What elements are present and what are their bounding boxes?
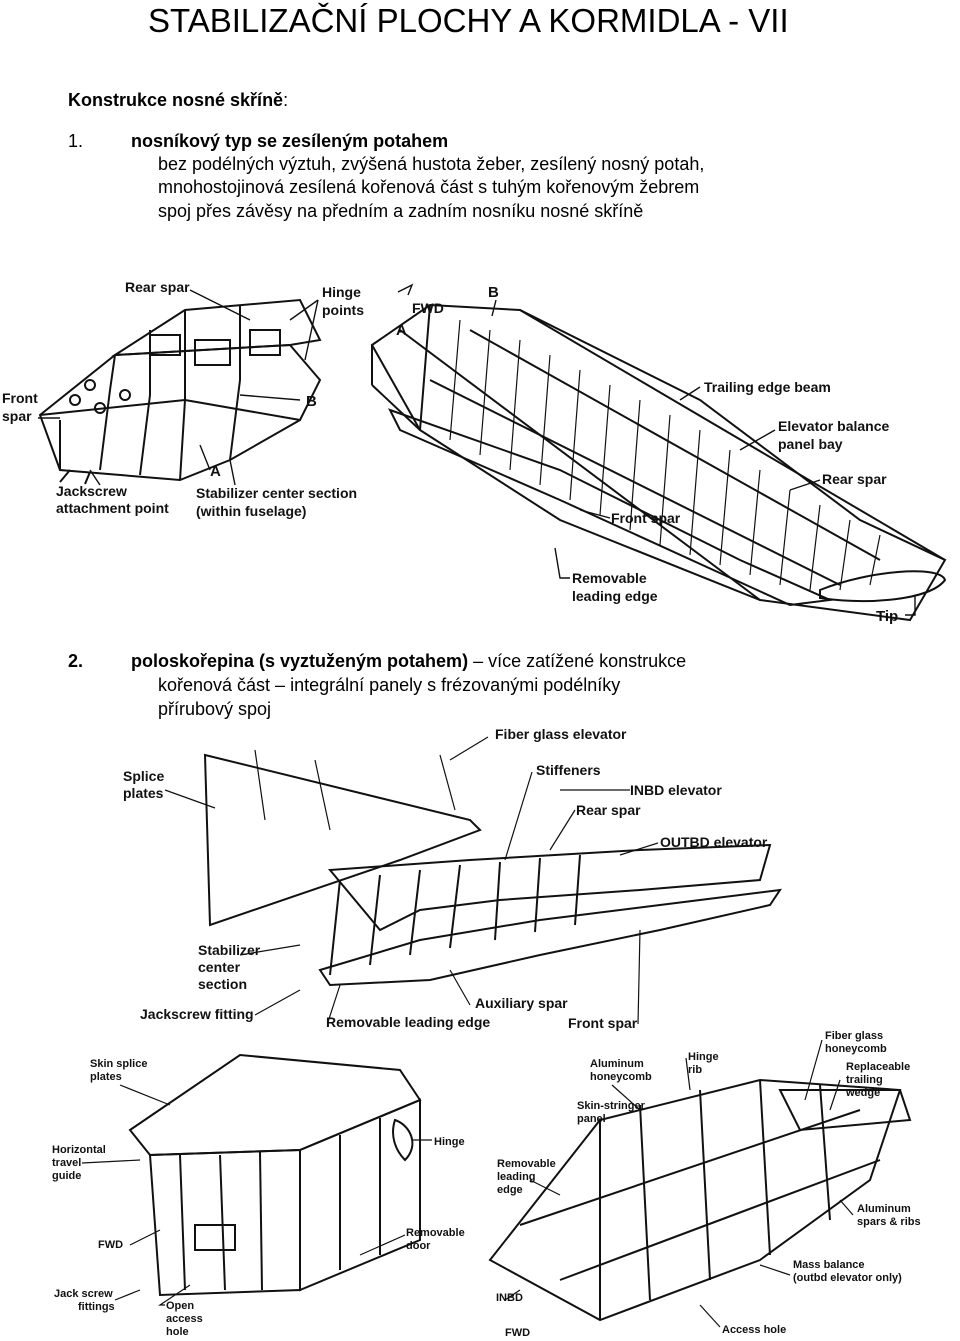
semimonocoque-drawing <box>203 753 783 987</box>
label-stabilizer-center: Stabilizer center section <box>196 485 357 501</box>
label-b-left: B <box>306 393 317 410</box>
label-horizontal: Horizontal <box>52 1144 106 1156</box>
label-spar: spar <box>2 408 32 424</box>
page-title: STABILIZAČNÍ PLOCHY A KORMIDLA - VII <box>148 2 789 39</box>
label-points: points <box>322 302 364 318</box>
label-spars-ribs: spars & ribs <box>857 1216 921 1228</box>
label-access-hole: Access hole <box>722 1324 786 1336</box>
center-section-drawing <box>38 298 322 485</box>
label-tip: Tip <box>876 608 898 625</box>
label-front-spar-right: Front spar <box>611 510 681 526</box>
label-hole: hole <box>166 1326 189 1338</box>
label-travel: travel <box>52 1157 81 1169</box>
label-rib: rib <box>688 1064 702 1076</box>
label-leading-edge: leading edge <box>572 588 658 604</box>
label-front: Front <box>2 390 38 406</box>
subtitle-colon: : <box>283 90 289 110</box>
label-aluminum: Aluminum <box>590 1058 644 1070</box>
label-rear-spar-fig2: Rear spar <box>576 802 641 818</box>
label-wedge: wedge <box>845 1087 880 1099</box>
label-access: access <box>166 1313 203 1325</box>
elevator-drawing <box>488 1078 912 1322</box>
label-fiber-glass: Fiber glass <box>825 1030 883 1042</box>
section-subtitle: Konstrukce nosné skříně: <box>68 90 288 111</box>
label-front-spar-fig2: Front spar <box>568 1015 638 1031</box>
label-honeycomb: honeycomb <box>590 1071 652 1083</box>
label-within-fuselage: (within fuselage) <box>196 503 306 519</box>
wing-ribs <box>449 319 881 591</box>
label-auxiliary-spar: Auxiliary spar <box>475 995 568 1011</box>
label-plates: plates <box>123 785 164 801</box>
label-splice: Splice <box>123 768 164 784</box>
item1-number: 1. <box>68 131 84 151</box>
label-aluminum-spars: Aluminum <box>857 1203 911 1215</box>
label-fittings: fittings <box>78 1301 115 1313</box>
label-rear-spar: Rear spar <box>125 279 190 295</box>
label-skin-plates: plates <box>90 1071 122 1083</box>
item2-number: 2. <box>68 651 84 671</box>
item1-line-3: spoj přes závěsy na předním a zadním nos… <box>158 201 644 221</box>
item2-heading: poloskořepina (s vyztuženým potahem) – v… <box>131 650 686 673</box>
label-hinge-rib: Hinge <box>688 1051 719 1063</box>
label-skin-stringer: Skin-stringer <box>577 1100 646 1112</box>
label-mass-balance: Mass balance <box>793 1259 865 1271</box>
label-removable-fig3: Removable <box>406 1227 465 1239</box>
item2-line-1: kořenová část – integrální panely s fréz… <box>158 675 621 695</box>
label-center: center <box>198 959 241 975</box>
label-trailing: trailing <box>846 1074 883 1086</box>
label-inbd-elevator: INBD elevator <box>630 782 722 798</box>
label-fwd-fig4: FWD <box>505 1327 530 1339</box>
item1-line-1: bez podélných výztuh, zvýšená hustota že… <box>158 154 705 174</box>
label-stiffeners: Stiffeners <box>536 762 601 778</box>
label-elevator-balance: Elevator balance <box>778 418 889 434</box>
label-hinge: Hinge <box>322 284 361 300</box>
item2-line-2: přírubový spoj <box>158 699 272 719</box>
label-panel-bay: panel bay <box>778 436 843 452</box>
label-jack-screw: Jack screw <box>54 1288 113 1300</box>
label-a-right: A <box>396 322 407 339</box>
box-detail-drawing <box>128 1053 422 1297</box>
label-a-left: A <box>210 463 221 480</box>
label-guide: guide <box>52 1170 81 1182</box>
label-fiber-honeycomb: honeycomb <box>825 1043 887 1055</box>
label-removable-fig4: Removable <box>497 1158 556 1170</box>
label-door: door <box>406 1240 431 1252</box>
label-removable: Removable <box>572 570 647 586</box>
label-edge: edge <box>497 1184 523 1196</box>
label-jackscrew: Jackscrew <box>56 483 127 499</box>
label-stabilizer: Stabilizer <box>198 942 261 958</box>
label-leading: leading <box>497 1171 536 1183</box>
label-hinge-fig3: Hinge <box>434 1136 465 1148</box>
label-skin-splice: Skin splice <box>90 1058 147 1070</box>
item1-heading: nosníkový typ se zesíleným potahem <box>131 131 449 151</box>
label-fwd-fig3: FWD <box>98 1239 123 1251</box>
item1-line-2: mnohostojinová zesílená kořenová část s … <box>158 177 700 197</box>
label-replaceable: Replaceable <box>846 1061 910 1073</box>
item2-heading-bold: poloskořepina (s vyztuženým potahem) <box>131 651 469 671</box>
label-rear-spar-right: Rear spar <box>822 471 887 487</box>
label-outbd-elevator: OUTBD elevator <box>660 834 768 850</box>
label-section: section <box>198 976 247 992</box>
label-fiber-glass-elevator: Fiber glass elevator <box>495 726 627 742</box>
label-panel: panel <box>577 1113 606 1125</box>
label-inbd-fig4: INBD <box>496 1292 523 1304</box>
stabilizer-wing-drawing <box>370 303 947 622</box>
label-open: Open <box>166 1300 194 1312</box>
subtitle-bold: Konstrukce nosné skříně <box>68 90 284 110</box>
label-trailing-edge-beam: Trailing edge beam <box>704 379 831 395</box>
label-b-right: B <box>488 284 499 301</box>
label-removable-leading-edge: Removable leading edge <box>326 1014 490 1030</box>
label-outbd-only: (outbd elevator only) <box>793 1272 902 1284</box>
label-jackscrew-fitting: Jackscrew fitting <box>140 1006 254 1022</box>
label-attachment-point: attachment point <box>56 500 169 516</box>
label-fwd: FWD <box>412 300 444 316</box>
item2-heading-rest: – více zatížené konstrukce <box>468 651 687 671</box>
